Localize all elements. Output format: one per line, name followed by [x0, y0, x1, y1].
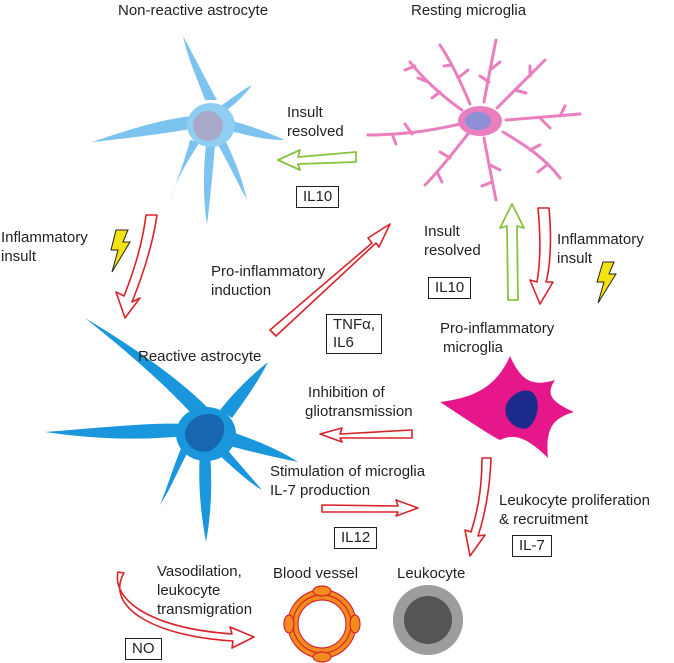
arrow-induction-up [269, 223, 391, 337]
arrow-no-vasodilation [116, 571, 255, 649]
arrow-microglia-down [529, 207, 554, 305]
arrow-resolved-up [499, 203, 525, 301]
label-leukocyte-proliferation: Leukocyte proliferation& recruitment [499, 492, 650, 528]
leukocyte-shape [393, 585, 463, 655]
pro-inflammatory-microglia-cell [440, 356, 574, 458]
reactive-astrocyte-cell [45, 318, 298, 542]
arrow-resolved-left [277, 149, 357, 171]
blood-vessel-shape [283, 585, 361, 663]
label-blood-vessel: Blood vessel [273, 565, 359, 582]
arrow-stimulation-right [321, 499, 419, 517]
arrow-inhibition-left [319, 427, 413, 443]
non-reactive-astrocyte-cell [92, 36, 285, 225]
resting-microglia-cell [366, 38, 582, 202]
arrow-astrocyte-down [115, 214, 158, 319]
lightning-icon-right [596, 261, 617, 304]
box-il10-right: IL10 [428, 277, 472, 299]
label-leukocyte: Leukocyte [397, 565, 466, 582]
label-resting-microglia: Resting microglia [411, 2, 527, 19]
label-non-reactive-astrocyte: Non-reactive astrocyte [118, 2, 269, 19]
lightning-icon-left [110, 229, 131, 273]
box-tnf-il6: TNFα,IL6 [326, 314, 382, 354]
arrow-leukocyte-down [464, 457, 492, 557]
box-il10-top: IL10 [296, 186, 340, 208]
box-no: NO [125, 638, 162, 660]
box-il12: IL12 [334, 527, 378, 549]
box-il7: IL-7 [512, 535, 552, 557]
label-reactive-astrocyte: Reactive astrocyte [138, 348, 262, 365]
